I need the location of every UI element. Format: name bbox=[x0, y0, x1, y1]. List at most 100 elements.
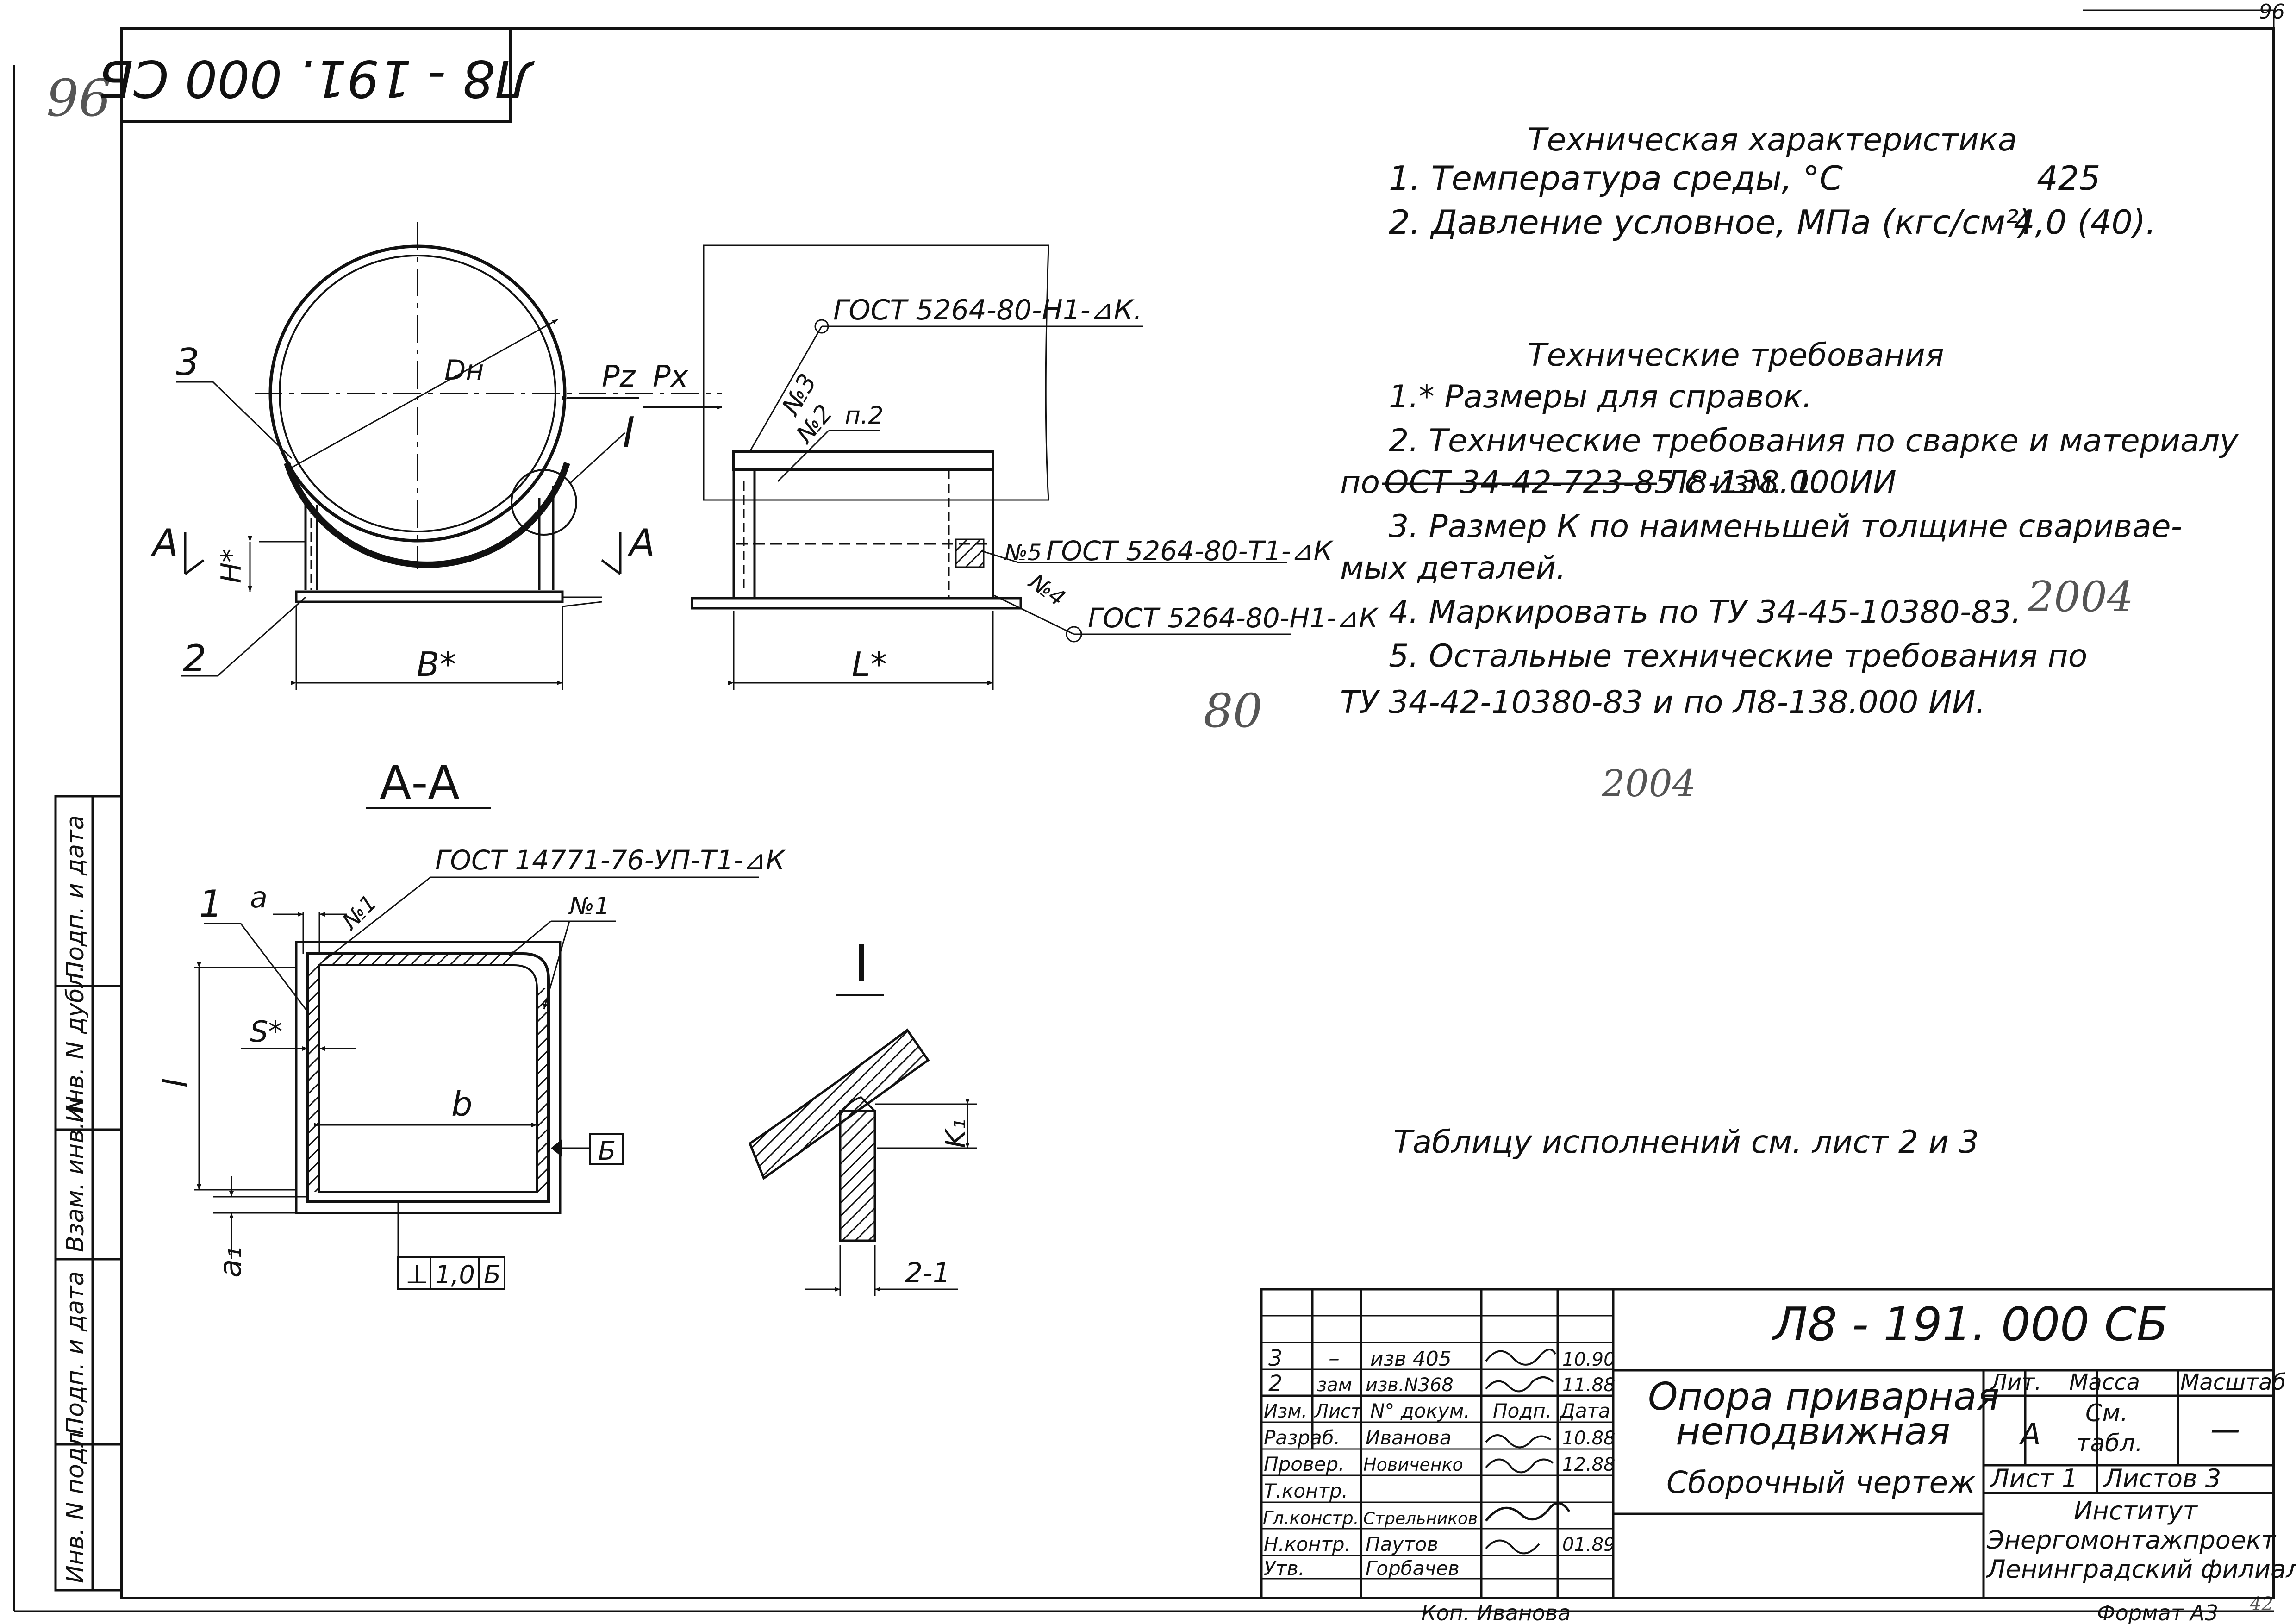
chg-izm-1: 2 bbox=[1268, 1371, 1283, 1397]
tb-scale-val: — bbox=[2210, 1413, 2240, 1447]
weld-hatch-left bbox=[309, 965, 318, 1192]
tb-lit-val: А bbox=[2019, 1418, 2041, 1452]
tb-mass-hdr: Масса bbox=[2069, 1369, 2140, 1395]
role-5: Утв. bbox=[1264, 1557, 1304, 1580]
hdr-date: Дата bbox=[1559, 1399, 1610, 1422]
dim-l: l bbox=[156, 1079, 195, 1088]
chg-doc-0: изв 405 bbox=[1370, 1347, 1452, 1371]
tolerance-frame bbox=[397, 1256, 505, 1290]
role-0: Разраб. bbox=[1264, 1426, 1340, 1449]
role-4: Н.контр. bbox=[1264, 1533, 1351, 1555]
section-mark-right: A bbox=[627, 521, 655, 564]
tb-mass-val2: табл. bbox=[2076, 1430, 2143, 1457]
tech-requirements: Технические требования 1.* Размеры для с… bbox=[1204, 337, 2239, 805]
tolerance-value: 1,0 bbox=[435, 1260, 475, 1289]
name-4: Паутов bbox=[1366, 1533, 1438, 1555]
section-weld-n1: №1 bbox=[337, 890, 382, 936]
section-weld-n1b: №1 bbox=[568, 893, 610, 920]
tech-char-title: Техническая характеристика bbox=[1528, 122, 2017, 158]
dim-a1: a₁ bbox=[212, 1247, 248, 1278]
pipe-break-outline bbox=[703, 244, 1049, 501]
tech-req-2b-prefix: по bbox=[1340, 464, 1380, 501]
detail-k1: K₁ bbox=[940, 1119, 972, 1148]
part-label-2: 2 bbox=[183, 637, 206, 680]
dn-diameter-line bbox=[286, 319, 558, 473]
role-3: Гл.констр. bbox=[1263, 1508, 1359, 1528]
signature-mark-4 bbox=[1485, 1502, 1571, 1522]
dim-b-small: b bbox=[451, 1085, 473, 1124]
tb-mass-val1: См. bbox=[2085, 1399, 2128, 1427]
corner-sheet-number: 96 bbox=[46, 69, 111, 128]
chg-date-0: 10.90 bbox=[1562, 1349, 1616, 1370]
datum-box bbox=[589, 1133, 624, 1165]
tolerance-symbol: ⊥ bbox=[406, 1260, 428, 1290]
hand-note-2004: 2004 bbox=[2027, 573, 2134, 621]
tb-org3: Ленинградский филиал bbox=[1986, 1555, 2296, 1584]
detail-pipe-wall bbox=[748, 1028, 930, 1180]
signature-mark-1 bbox=[1485, 1376, 1554, 1393]
tech-req-3b: мых деталей. bbox=[1340, 550, 1566, 587]
tb-format: Формат А3 bbox=[2097, 1600, 2218, 1624]
dim-h: H* bbox=[215, 549, 248, 583]
left-side-strip: Инв. N подл. Подп. и дата Взам. инв. N И… bbox=[54, 795, 123, 1592]
hand-note-80: 80 bbox=[1204, 684, 1262, 738]
detail-dim: 2-1 bbox=[905, 1257, 950, 1289]
tolerance-ref: Б bbox=[484, 1260, 501, 1289]
weld-5-standard: ГОСТ 5264-80-Т1-⊿К bbox=[1046, 535, 1334, 567]
signature-mark-3 bbox=[1485, 1458, 1554, 1474]
tech-req-3a: 3. Размер К по наименьшей толщине сварив… bbox=[1389, 508, 2182, 545]
tech-char-item1-value: 425 bbox=[2037, 159, 2100, 198]
tech-char-item2: 2. Давление условное, МПа (кгс/см²) bbox=[1389, 203, 2032, 242]
datum-letter: Б bbox=[598, 1136, 616, 1166]
dn-label: Dн bbox=[444, 354, 484, 387]
dim-b: B* bbox=[417, 645, 456, 684]
title-block: Л8 - 191. 000 СБ Опора приварная неподви… bbox=[1260, 1288, 2296, 1624]
force-px: Px bbox=[653, 360, 689, 394]
detail-title: I bbox=[854, 934, 869, 993]
name-1: Новиченко bbox=[1363, 1455, 1463, 1475]
table-note: Таблицу исполнений см. лист 2 и 3 bbox=[1393, 1124, 1979, 1161]
detail-rib bbox=[839, 1110, 876, 1242]
date-1: 12.88 bbox=[1562, 1454, 1616, 1475]
dim-a: a bbox=[250, 881, 268, 914]
strip-inv-podl: Инв. N подл. bbox=[62, 1424, 89, 1583]
section-channel-outer bbox=[306, 952, 550, 1203]
tech-req-5b: ТУ 34-42-10380-83 и по Л8-138.000 ИИ. bbox=[1340, 684, 1985, 721]
tb-org1: Институт bbox=[2074, 1496, 2198, 1525]
tech-char-item2-value: 4,0 (40). bbox=[2014, 203, 2156, 242]
section-mark-left: A bbox=[150, 521, 178, 564]
tb-sheet: Лист 1 bbox=[1990, 1464, 2078, 1493]
tech-characteristics: Техническая характеристика 1. Температур… bbox=[1389, 122, 2156, 242]
side-base-plate bbox=[691, 597, 1022, 610]
weld-2-ref: п.2 bbox=[845, 402, 884, 430]
hdr-izm: Изм. bbox=[1264, 1401, 1307, 1422]
weld-3-standard: ГОСТ 5264-80-Н1-⊿К. bbox=[833, 294, 1142, 326]
dim-l-star: L* bbox=[852, 645, 887, 684]
signature-mark-2 bbox=[1485, 1434, 1552, 1449]
signature-mark-5 bbox=[1485, 1539, 1540, 1555]
part-label-3: 3 bbox=[176, 341, 200, 384]
detail-fillet bbox=[839, 1096, 876, 1116]
strip-podp-data-1: Подп. и дата bbox=[62, 1271, 89, 1435]
tb-lit-hdr: Лит. bbox=[1990, 1369, 2042, 1395]
section-aa-title: А-А bbox=[380, 756, 460, 810]
detail-view: I K₁ 2-1 bbox=[748, 934, 977, 1296]
chg-doc-1: изв.N368 bbox=[1366, 1374, 1454, 1396]
name-3: Стрельников bbox=[1363, 1509, 1478, 1528]
tb-sheets: Листов 3 bbox=[2103, 1464, 2221, 1493]
strip-vzam-inv: Взам. инв. N bbox=[62, 1096, 89, 1252]
role-1: Провер. bbox=[1264, 1453, 1345, 1475]
hdr-podp: Подп. bbox=[1493, 1399, 1552, 1422]
tech-req-5a: 5. Остальные технические требования по bbox=[1389, 638, 2087, 675]
tech-req-title: Технические требования bbox=[1528, 337, 1944, 374]
tb-name-line2: неподвижная bbox=[1676, 1410, 1950, 1454]
tech-req-2b-suffix: Л8-138.000ИИ bbox=[1663, 464, 1897, 501]
section-part-1: 1 bbox=[199, 882, 223, 925]
chg-list-0: – bbox=[1329, 1345, 1340, 1371]
force-pz: Pz bbox=[602, 360, 636, 394]
section-aa: А-А l b a₁ S* a 1 ГОСТ 14771-76-УП-Т1-⊿К… bbox=[156, 756, 786, 1290]
saddle-plate bbox=[284, 462, 570, 568]
weld-4-number: №4 bbox=[1023, 568, 1070, 612]
side-view: L* №3 ГОСТ 5264-80-Н1-⊿К. №2 п.2 №5 ГОСТ… bbox=[691, 244, 1379, 690]
